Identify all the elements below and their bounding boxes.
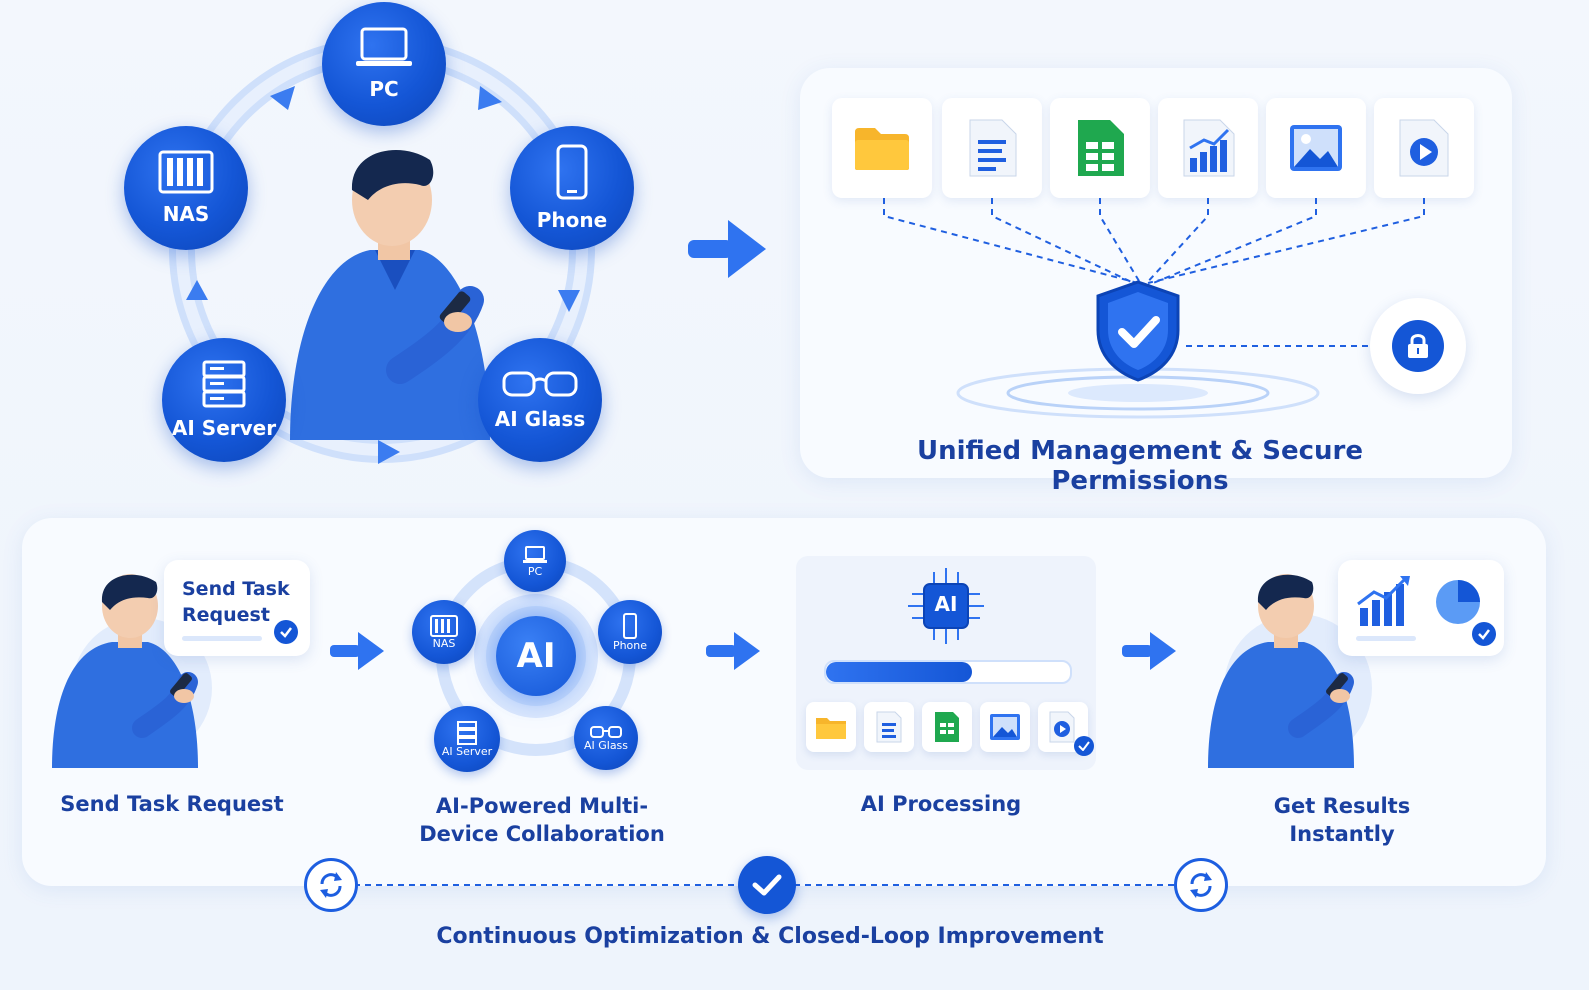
laptop-icon [523, 545, 547, 563]
mini-node-phone-label: Phone [612, 638, 648, 652]
right-arrow-icon [330, 632, 384, 670]
refresh-icon-left [304, 858, 358, 912]
phone-icon [623, 612, 637, 639]
file-video-card [1374, 98, 1474, 198]
cycle-arrow [378, 440, 400, 464]
progress-bar [824, 660, 1072, 684]
ai-chip-label: AI [934, 592, 958, 616]
spreadsheet-icon [935, 712, 959, 742]
file-chart-card [1158, 98, 1258, 198]
small-folder-card [806, 702, 856, 752]
person-illustration [280, 140, 500, 440]
check-icon [274, 620, 298, 644]
file-folder-card [832, 98, 932, 198]
mini-node-ai-glass[interactable]: AI Glass [574, 706, 638, 770]
image-icon [990, 714, 1020, 740]
mini-node-ai-server-label: AI Server [441, 744, 493, 758]
task-request-bubble-text: Send Task Request [182, 578, 290, 626]
step1-caption: Send Task Request [60, 792, 284, 816]
step4-person [1208, 568, 1378, 772]
right-arrow-icon [1122, 632, 1176, 670]
unified-management-caption: Unified Management & Secure Permissions [917, 436, 1363, 496]
right-arrow-icon [688, 220, 766, 278]
progress-bar-fill [826, 662, 973, 682]
video-icon [1399, 119, 1449, 177]
mini-node-ai-server[interactable]: AI Server [434, 706, 500, 772]
right-arrow-icon [706, 632, 760, 670]
node-phone[interactable]: Phone [510, 126, 634, 250]
step2-collab-diagram: AI PC Phone AI Glass AI Server NAS [408, 526, 668, 772]
nas-icon [158, 150, 214, 198]
mini-node-nas[interactable]: NAS [412, 600, 476, 664]
server-icon [202, 360, 246, 412]
small-spreadsheet-card [922, 702, 972, 752]
node-ai-server-label: AI Server [171, 416, 277, 440]
small-video-card [1038, 702, 1094, 756]
cycle-arrow [558, 290, 580, 312]
node-ai-server[interactable]: AI Server [162, 338, 286, 462]
node-ai-glass-label: AI Glass [494, 407, 586, 431]
phone-icon [554, 144, 590, 204]
nas-icon [430, 614, 458, 637]
ai-processing-card: AI [796, 556, 1096, 770]
node-nas[interactable]: NAS [124, 126, 248, 250]
step3-caption: AI Processing [860, 792, 1022, 816]
ai-chip-icon: AI [906, 566, 986, 646]
glasses-icon [500, 369, 580, 403]
small-document-card [864, 702, 914, 752]
shield-check-icon [1092, 278, 1184, 386]
lock-badge [1370, 298, 1466, 394]
workflow-panel: Send Task Request Send Task Request AI P… [22, 518, 1546, 886]
mini-node-phone[interactable]: Phone [598, 600, 662, 664]
node-nas-label: NAS [162, 202, 210, 226]
mini-node-pc-label: PC [527, 564, 543, 578]
folder-icon [855, 128, 909, 170]
ai-center-node: AI [496, 616, 576, 696]
mini-node-ai-glass-label: AI Glass [583, 738, 629, 752]
pie-chart-icon [1436, 580, 1480, 624]
cycle-arrow [478, 86, 502, 110]
small-image-card [980, 702, 1030, 752]
refresh-icon-right [1174, 858, 1228, 912]
document-icon [876, 711, 902, 743]
footer-caption: Continuous Optimization & Closed-Loop Im… [436, 924, 1104, 949]
check-icon [1472, 622, 1496, 646]
check-circle-icon [738, 856, 796, 914]
document-icon [969, 119, 1017, 177]
results-bubble [1338, 560, 1504, 656]
spreadsheet-icon [1078, 120, 1124, 176]
step2-caption: AI-Powered Multi-Device Collaboration [419, 794, 665, 846]
cycle-arrow [186, 280, 208, 300]
cycle-arrow [270, 86, 295, 110]
chart-icon [1183, 119, 1235, 177]
laptop-icon [354, 27, 414, 73]
device-cycle: PC Phone AI Glass AI Server NAS [110, 0, 670, 480]
connector-lines [883, 198, 1425, 419]
node-phone-label: Phone [536, 208, 608, 232]
image-icon [1290, 125, 1342, 171]
growth-chart-icon [1357, 576, 1410, 626]
step4-caption: Get Results Instantly [1273, 794, 1411, 846]
server-icon [457, 720, 477, 745]
task-request-bubble: Send Task Request [164, 560, 310, 656]
glasses-icon [590, 725, 622, 738]
ai-center-label: AI [516, 636, 556, 676]
node-pc[interactable]: PC [322, 2, 446, 126]
mini-node-pc[interactable]: PC [504, 530, 566, 592]
mini-node-nas-label: NAS [432, 636, 456, 650]
node-ai-glass[interactable]: AI Glass [478, 338, 602, 462]
folder-icon [816, 718, 846, 739]
unified-management-panel: Unified Management & Secure Permissions [800, 68, 1512, 496]
check-icon [1074, 736, 1094, 756]
file-image-card [1266, 98, 1366, 198]
file-spreadsheet-card [1050, 98, 1150, 198]
file-document-card [942, 98, 1042, 198]
video-icon [1049, 711, 1075, 743]
node-pc-label: PC [369, 77, 399, 101]
lock-icon [1392, 320, 1444, 372]
